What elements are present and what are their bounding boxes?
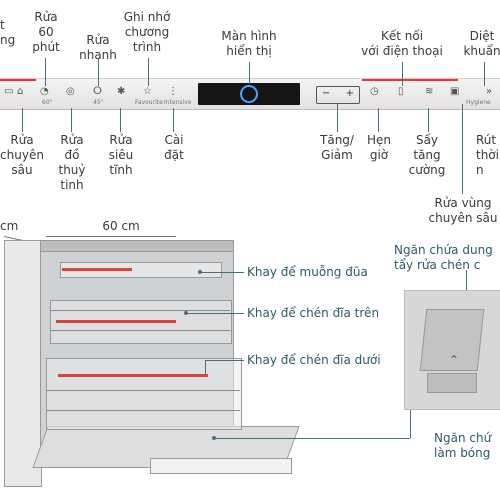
- rack-wire: [50, 310, 230, 311]
- program-icon[interactable]: ▭: [4, 86, 14, 97]
- silent-wash-icon[interactable]: ✱: [117, 86, 126, 97]
- extra-dry-icon[interactable]: ≋: [425, 86, 434, 97]
- panel-label-favourite: Favourite: [135, 99, 163, 106]
- rack-wire: [46, 410, 240, 411]
- callout-ngan-chua-lam-bong: Ngăn chứ làm bóng: [434, 431, 492, 460]
- settings-icon[interactable]: ⋮: [168, 86, 178, 97]
- display-screen: [198, 83, 300, 105]
- intensive-wash-icon[interactable]: ⌂: [17, 86, 24, 97]
- leader-line: [402, 62, 403, 86]
- callout-line: [205, 360, 244, 361]
- leader-line: [22, 108, 23, 132]
- leader-line: [98, 58, 99, 86]
- leader-line: [337, 104, 338, 132]
- glass-wash-icon[interactable]: ◎: [66, 86, 75, 97]
- label-ket-noi-dien-thoai: Kết nối với điện thoại: [361, 29, 443, 58]
- panel-label-hygiene: Hygiene: [466, 99, 491, 106]
- callout-dot: [198, 270, 202, 274]
- label-rua-60-phut: Rửa 60 phút: [32, 10, 60, 54]
- detergent-arrow-icon: ⌃: [449, 353, 460, 367]
- leader-line: [71, 108, 72, 132]
- door-control-strip: [150, 458, 292, 474]
- label-rut-thoi-gian: Rút thời n: [476, 133, 499, 177]
- panel-red-strip-left: [0, 79, 36, 81]
- rack-wire: [50, 330, 230, 331]
- detergent-cup: [427, 373, 477, 393]
- leader-line: [462, 104, 463, 194]
- callout-ngan-chua-dung-dich: Ngăn chứa dung tẩy rửa chén c: [394, 243, 493, 272]
- label-ghi-nho-chuong-trinh: Ghi nhớ chương trình: [123, 10, 171, 54]
- tray-red-accent: [62, 268, 132, 271]
- leader-line: [148, 58, 149, 86]
- panel-label-intensive: Intensive: [164, 99, 192, 106]
- dimension-depth: cm: [0, 219, 19, 233]
- upper-rack-red-accent: [56, 320, 176, 323]
- callout-khay-chen-dia-tren: Khay để chén đĩa trên: [247, 306, 380, 320]
- panel-label-45: 45°: [93, 99, 104, 106]
- panel-red-strip-right: [362, 79, 458, 81]
- callout-line: [214, 438, 410, 439]
- label-man-hinh-hien-thi: Màn hình hiển thị: [221, 29, 277, 58]
- leader-line: [45, 58, 46, 86]
- callout-line: [410, 408, 411, 438]
- label-hen-gio: Hẹn giờ: [366, 133, 391, 162]
- zone-wash-icon[interactable]: ▣: [450, 86, 460, 97]
- rack-wire: [46, 390, 240, 391]
- label-rua-tiet-kiem: t ng: [0, 18, 16, 47]
- label-say-tang-cuong: Sấy tăng cường: [408, 133, 446, 177]
- dimension-width: 60 cm: [102, 219, 140, 233]
- leader-line: [120, 108, 121, 132]
- dishwasher-side-panel: [4, 240, 42, 487]
- callout-khay-muong-dua: Khay để muỗng đũa: [247, 265, 368, 279]
- plus-minus-button[interactable]: −+: [316, 86, 360, 104]
- quick-wash-icon[interactable]: ⵔ: [93, 86, 102, 97]
- dishwasher-top-edge: [40, 240, 234, 252]
- bosch-logo-icon: [240, 85, 258, 103]
- callout-line: [200, 272, 244, 273]
- leader-line: [378, 108, 379, 132]
- leader-line: [173, 108, 174, 132]
- panel-label-60: 60°: [42, 99, 53, 106]
- label-rua-sieu-tinh: Rửa siêu tĩnh: [108, 133, 134, 177]
- label-rua-vung-chuyen-sau: Rửa vùng chuyên sâu: [428, 196, 498, 225]
- callout-line: [205, 360, 206, 374]
- label-tang-giam: Tăng/ Giảm: [320, 133, 354, 162]
- leader-line: [428, 108, 429, 132]
- leader-line: [484, 62, 485, 86]
- callout-line: [466, 270, 467, 292]
- speed-icon[interactable]: »: [486, 86, 493, 97]
- lower-rack: [46, 358, 242, 430]
- favourite-star-icon[interactable]: ☆: [143, 86, 152, 97]
- label-rua-do-thuy-tinh: Rửa đồ thuỷ tinh: [58, 133, 86, 192]
- cutlery-tray: [60, 262, 222, 278]
- timer-clock-icon[interactable]: ◷: [370, 86, 379, 97]
- wash-60-icon[interactable]: ◔: [40, 86, 49, 97]
- label-cai-dat: Cài đặt: [164, 133, 184, 162]
- leader-line: [249, 62, 250, 84]
- detergent-compartment-inset: ⌃: [404, 290, 500, 410]
- label-diet-khuan: Diệt khuẩn: [463, 29, 500, 58]
- phone-connect-icon[interactable]: ▯: [398, 86, 404, 97]
- lower-rack-red-accent: [58, 374, 208, 377]
- width-dimension-line: [46, 236, 176, 237]
- label-rua-chuyen-sau: Rửa chuyên sâu: [0, 133, 44, 177]
- callout-line: [186, 313, 244, 314]
- callout-dot: [212, 436, 216, 440]
- callout-khay-chen-dia-duoi: Khay để chén đĩa dưới: [247, 353, 381, 367]
- callout-dot: [184, 311, 188, 315]
- label-rua-nhanh: Rửa nhanh: [79, 33, 117, 62]
